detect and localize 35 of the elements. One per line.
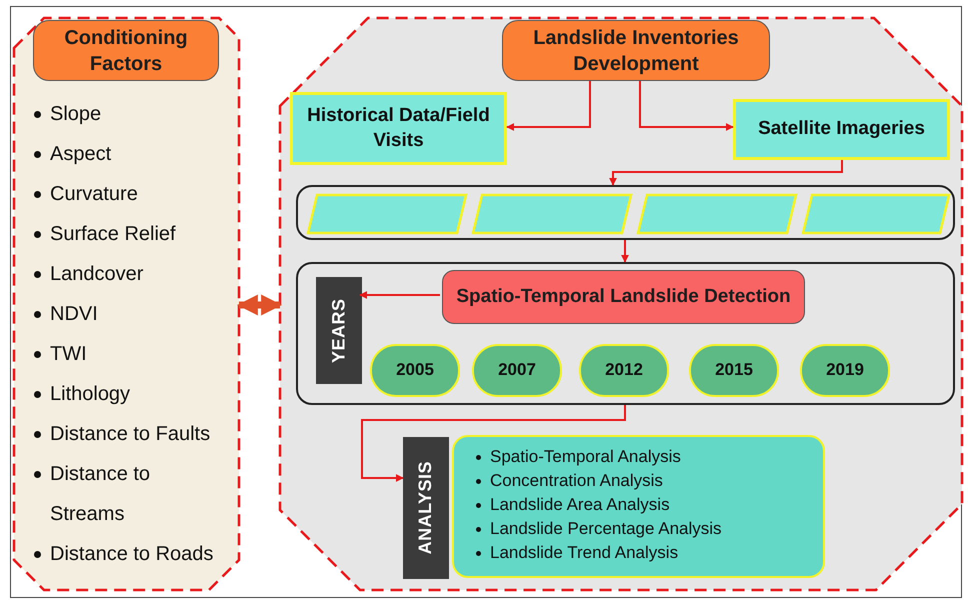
list-item: Landcover	[32, 254, 222, 294]
list-item: Spatio-Temporal Analysis	[476, 445, 681, 469]
list-item: Landslide Area Analysis	[476, 493, 670, 517]
arrow	[639, 81, 734, 131]
group-box	[296, 185, 955, 240]
list-item: Distance to Faults	[32, 414, 222, 454]
list-item: Curvature	[32, 174, 222, 214]
list-item: Concentration Analysis	[476, 469, 663, 493]
arrow	[609, 160, 843, 186]
arrow	[236, 294, 282, 316]
vertical-label-bar	[403, 437, 449, 579]
list-item: Distance to Streams	[32, 454, 222, 534]
heading-box: Landslide Inventories Development	[502, 20, 770, 81]
list-item: Landslide Trend Analysis	[476, 541, 678, 565]
analysis-list-box	[452, 435, 825, 578]
arrow	[621, 240, 629, 263]
vertical-label: YEARS	[327, 298, 350, 363]
list-item: Lithology	[32, 374, 222, 414]
list-item: Slope	[32, 94, 222, 134]
list-item: Surface Relief	[32, 214, 222, 254]
list-item: TWI	[32, 334, 222, 374]
arrow	[359, 291, 440, 299]
vertical-label-bar	[316, 277, 362, 384]
process-box: Spatio-Temporal Landslide Detection	[442, 270, 805, 324]
heading-box: Conditioning Factors	[33, 20, 219, 81]
process-box: Historical Data/Field Visits	[290, 92, 507, 165]
group-box	[296, 262, 955, 405]
list-item: Landslide Percentage Analysis	[476, 517, 722, 541]
list-item: Aspect	[32, 134, 222, 174]
list-item: Distance to Roads	[32, 534, 222, 574]
list-item: NDVI	[32, 294, 222, 334]
process-box: Satellite Imageries	[733, 99, 950, 160]
arrow	[506, 81, 591, 131]
vertical-label: ANALYSIS	[414, 461, 436, 555]
arrow	[361, 405, 626, 482]
